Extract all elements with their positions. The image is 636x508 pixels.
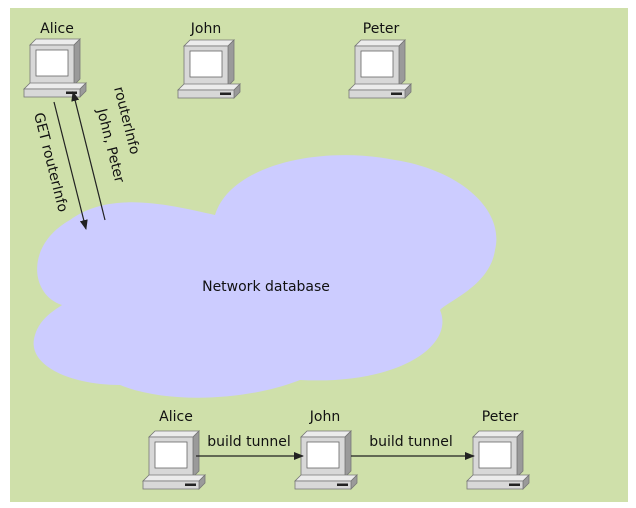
computer-icon	[294, 430, 358, 490]
build-tunnel-label: build tunnel	[207, 434, 291, 450]
network-database-label: Network database	[202, 279, 330, 295]
computer-icon	[142, 430, 206, 490]
top-john-label: John	[190, 21, 221, 37]
network-database-cloud	[33, 155, 497, 398]
computer-icon	[23, 38, 87, 98]
computer-icon	[177, 39, 241, 99]
build-tunnel-label: build tunnel	[369, 434, 453, 450]
bottom-john-label: John	[309, 409, 340, 425]
computer-icon	[348, 39, 412, 99]
request-arrow	[53, 101, 88, 230]
computer-icon	[466, 430, 530, 490]
bottom-peter-label: Peter	[482, 409, 519, 425]
top-alice-label: Alice	[40, 21, 74, 37]
reply-arrow	[71, 91, 106, 221]
bottom-alice-label: Alice	[159, 409, 193, 425]
top-peter-label: Peter	[363, 21, 400, 37]
